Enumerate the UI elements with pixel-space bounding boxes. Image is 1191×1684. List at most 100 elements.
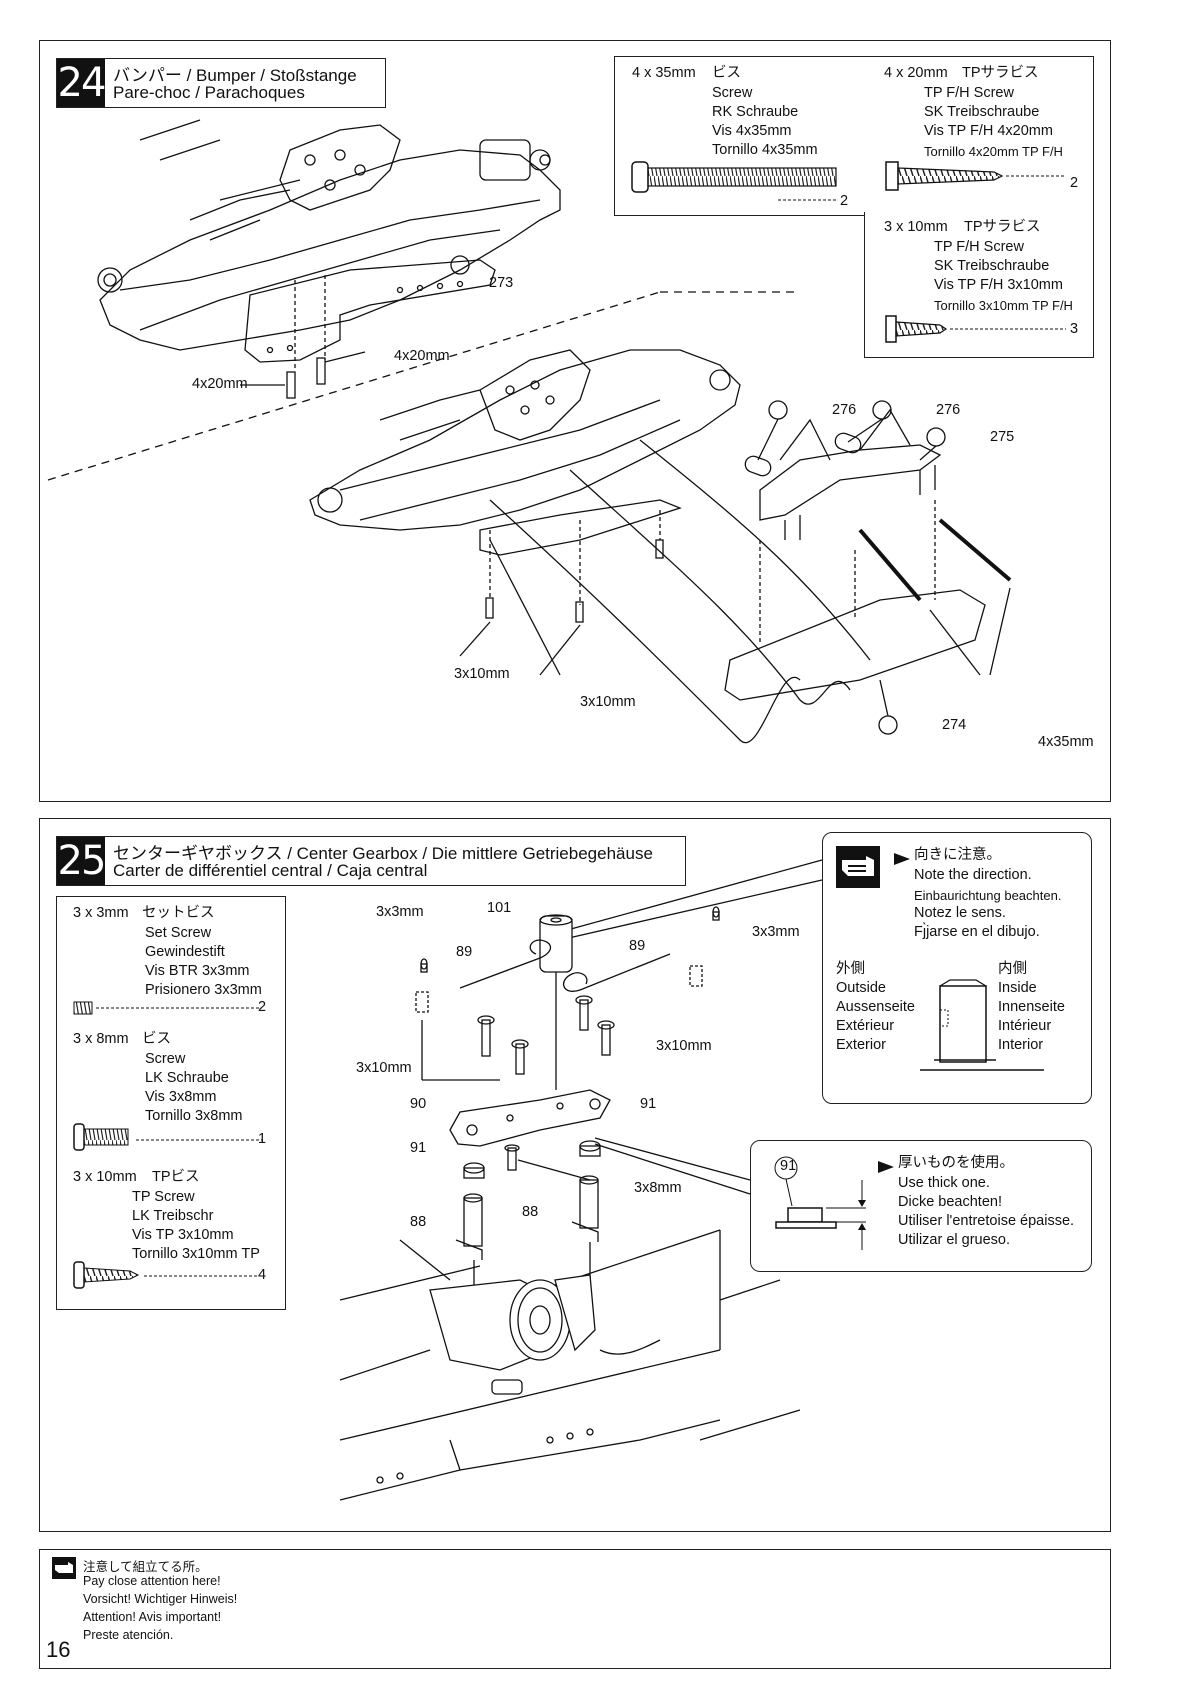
screw-c-name-en: TP F/H Screw [934, 239, 1024, 255]
screw-3x10-size: 3 x 10mm [73, 1169, 137, 1185]
screw-b-name-fr: Vis TP F/H 4x20mm [924, 123, 1053, 139]
label-3x3-b: 3x3mm [752, 924, 800, 940]
inside-es: Interior [998, 1037, 1044, 1053]
screw-3x8-jp: ビス [142, 1031, 171, 1047]
screw-a-size: 4 x 35mm [632, 65, 696, 81]
callout-88b: 88 [522, 1204, 539, 1220]
step-25-number: 25 [57, 837, 106, 885]
screw-3x10-en: TP Screw [132, 1189, 195, 1205]
screw-3x10-fh-icon [885, 315, 1066, 343]
screw-3x8-icon [73, 1123, 262, 1151]
callout-274: 274 [942, 717, 967, 733]
screw-b-name-es: Tornillo 4x20mm TP F/H [924, 144, 1063, 159]
pointing-hand-icon [836, 846, 880, 888]
thick-note-fr: Utiliser l'entretoise épaisse. [898, 1213, 1075, 1229]
screw-3x3-size: 3 x 3mm [73, 905, 129, 921]
attention-note-box [39, 1549, 1111, 1669]
inside-en: Inside [998, 980, 1037, 996]
outside-de: Aussenseite [836, 999, 915, 1015]
set-screw-icon [73, 1001, 262, 1015]
attention-note-jp: 注意して組立てる所。 [83, 1560, 208, 1574]
screw-b-name-jp: TPサラビス [962, 65, 1039, 81]
callout-273: 273 [489, 275, 514, 291]
thick-spacer-note-box [750, 1140, 1092, 1272]
callout-88a: 88 [410, 1214, 427, 1230]
callout-276b: 276 [936, 402, 961, 418]
step-25-title-line1: センターギヤボックス / Center Gearbox / Die mittle… [113, 844, 653, 863]
direction-note-es: Fȷ̀jarse en el dibujo. [914, 924, 1040, 940]
screw-3x10-qty: 4 [258, 1267, 267, 1283]
screw-3x3-en: Set Screw [145, 925, 212, 941]
step-24-screw-box [614, 56, 1094, 216]
screw-3x8-es: Tornillo 3x8mm [145, 1108, 243, 1124]
attention-note-de: Vorsicht! Wichtiger Hinweis! [83, 1592, 238, 1606]
thick-note-es: Utilizar el grueso. [898, 1232, 1011, 1248]
thick-note-en: Use thick one. [898, 1175, 990, 1191]
screw-4x35-icon [631, 161, 837, 201]
step-24-bumper-drawing [47, 119, 1012, 744]
callout-91b: 91 [410, 1140, 427, 1156]
inside-jp: 内側 [998, 961, 1027, 977]
direction-note-en: Note the direction. [914, 867, 1032, 883]
screw-3x3-jp: セットビス [142, 905, 215, 921]
inside-fr: Intérieur [998, 1018, 1052, 1034]
thick-note-jp: 厚いものを使用。 [898, 1155, 1014, 1171]
screw-a-qty: 2 [840, 193, 849, 209]
screw-c-name-de: SK Treibschraube [934, 258, 1050, 274]
attention-note-fr: Attention! Avis important! [83, 1610, 222, 1624]
screw-c-size: 3 x 10mm [884, 219, 948, 235]
direction-note-jp: 向きに注意。 [914, 847, 1001, 863]
callout-276a: 276 [832, 402, 857, 418]
label-3x10-c: 3x10mm [356, 1060, 412, 1076]
screw-3x3-qty: 2 [258, 999, 267, 1015]
arrow-right-icon-2 [878, 1161, 894, 1173]
screw-3x10-fr: Vis TP 3x10mm [132, 1227, 234, 1243]
screw-3x8-en: Screw [145, 1051, 186, 1067]
screw-c-qty: 3 [1070, 321, 1079, 337]
step-24-title-line2: Pare-choc / Parachoques [113, 83, 305, 102]
callout-275: 275 [990, 429, 1015, 445]
callout-101: 101 [487, 900, 512, 916]
inside-de: Innenseite [998, 999, 1065, 1015]
page-number: 16 [46, 1637, 71, 1662]
callout-89b: 89 [629, 938, 646, 954]
screw-3x10-jp: TPビス [152, 1169, 200, 1185]
direction-note-fr: Notez le sens. [914, 905, 1006, 921]
screw-3x8-size: 3 x 8mm [73, 1031, 129, 1047]
step-25-title-line2: Carter de différentiel central / Caja ce… [113, 861, 428, 880]
label-3x10-b: 3x10mm [580, 694, 636, 710]
outside-fr: Extérieur [836, 1018, 895, 1034]
thick-note-callout-91: 91 [780, 1158, 797, 1174]
attention-hand-icon [52, 1557, 76, 1579]
screw-3x8-qty: 1 [258, 1131, 267, 1147]
mount-orientation-drawing [920, 979, 1044, 1071]
label-4x20-b: 4x20mm [394, 348, 450, 364]
label-3x10-a: 3x10mm [454, 666, 510, 682]
arrow-right-icon [894, 853, 910, 865]
screw-3x3-de: Gewindestift [145, 944, 225, 960]
screw-b-name-de: SK Treibschraube [924, 104, 1040, 120]
callout-90: 90 [410, 1096, 427, 1112]
screw-a-name-fr: Vis 4x35mm [712, 123, 792, 139]
callout-89a: 89 [456, 944, 473, 960]
screw-c-name-es: Tornillo 3x10mm TP F/H [934, 298, 1073, 313]
callout-91a: 91 [640, 1096, 657, 1112]
tp-screw-3x10-icon [73, 1261, 262, 1289]
label-3x3-a: 3x3mm [376, 904, 424, 920]
screw-3x8-de: LK Schraube [145, 1070, 229, 1086]
step-24-title: 24 バンパー / Bumper / Stoßstange Pare-choc … [56, 58, 386, 108]
screw-a-name-en: Screw [712, 85, 753, 101]
screw-3x3-es: Prisionero 3x3mm [145, 982, 262, 998]
outside-jp: 外側 [836, 961, 865, 977]
screw-3x10-es: Tornillo 3x10mm TP [132, 1246, 260, 1262]
screw-b-size: 4 x 20mm [884, 65, 948, 81]
step-25-screw-box [56, 896, 286, 1310]
step-24-title-line1: バンパー / Bumper / Stoßstange [113, 66, 357, 85]
screw-3x10-de: LK Treibschr [132, 1208, 214, 1224]
screw-c-name-jp: TPサラビス [964, 219, 1041, 235]
screw-c-name-fr: Vis TP F/H 3x10mm [934, 277, 1063, 293]
step-25-gearbox-drawing [339, 859, 823, 1501]
screw-b-name-en: TP F/H Screw [924, 85, 1014, 101]
screw-a-name-de: RK Schraube [712, 104, 799, 120]
label-3x8: 3x8mm [634, 1180, 682, 1196]
